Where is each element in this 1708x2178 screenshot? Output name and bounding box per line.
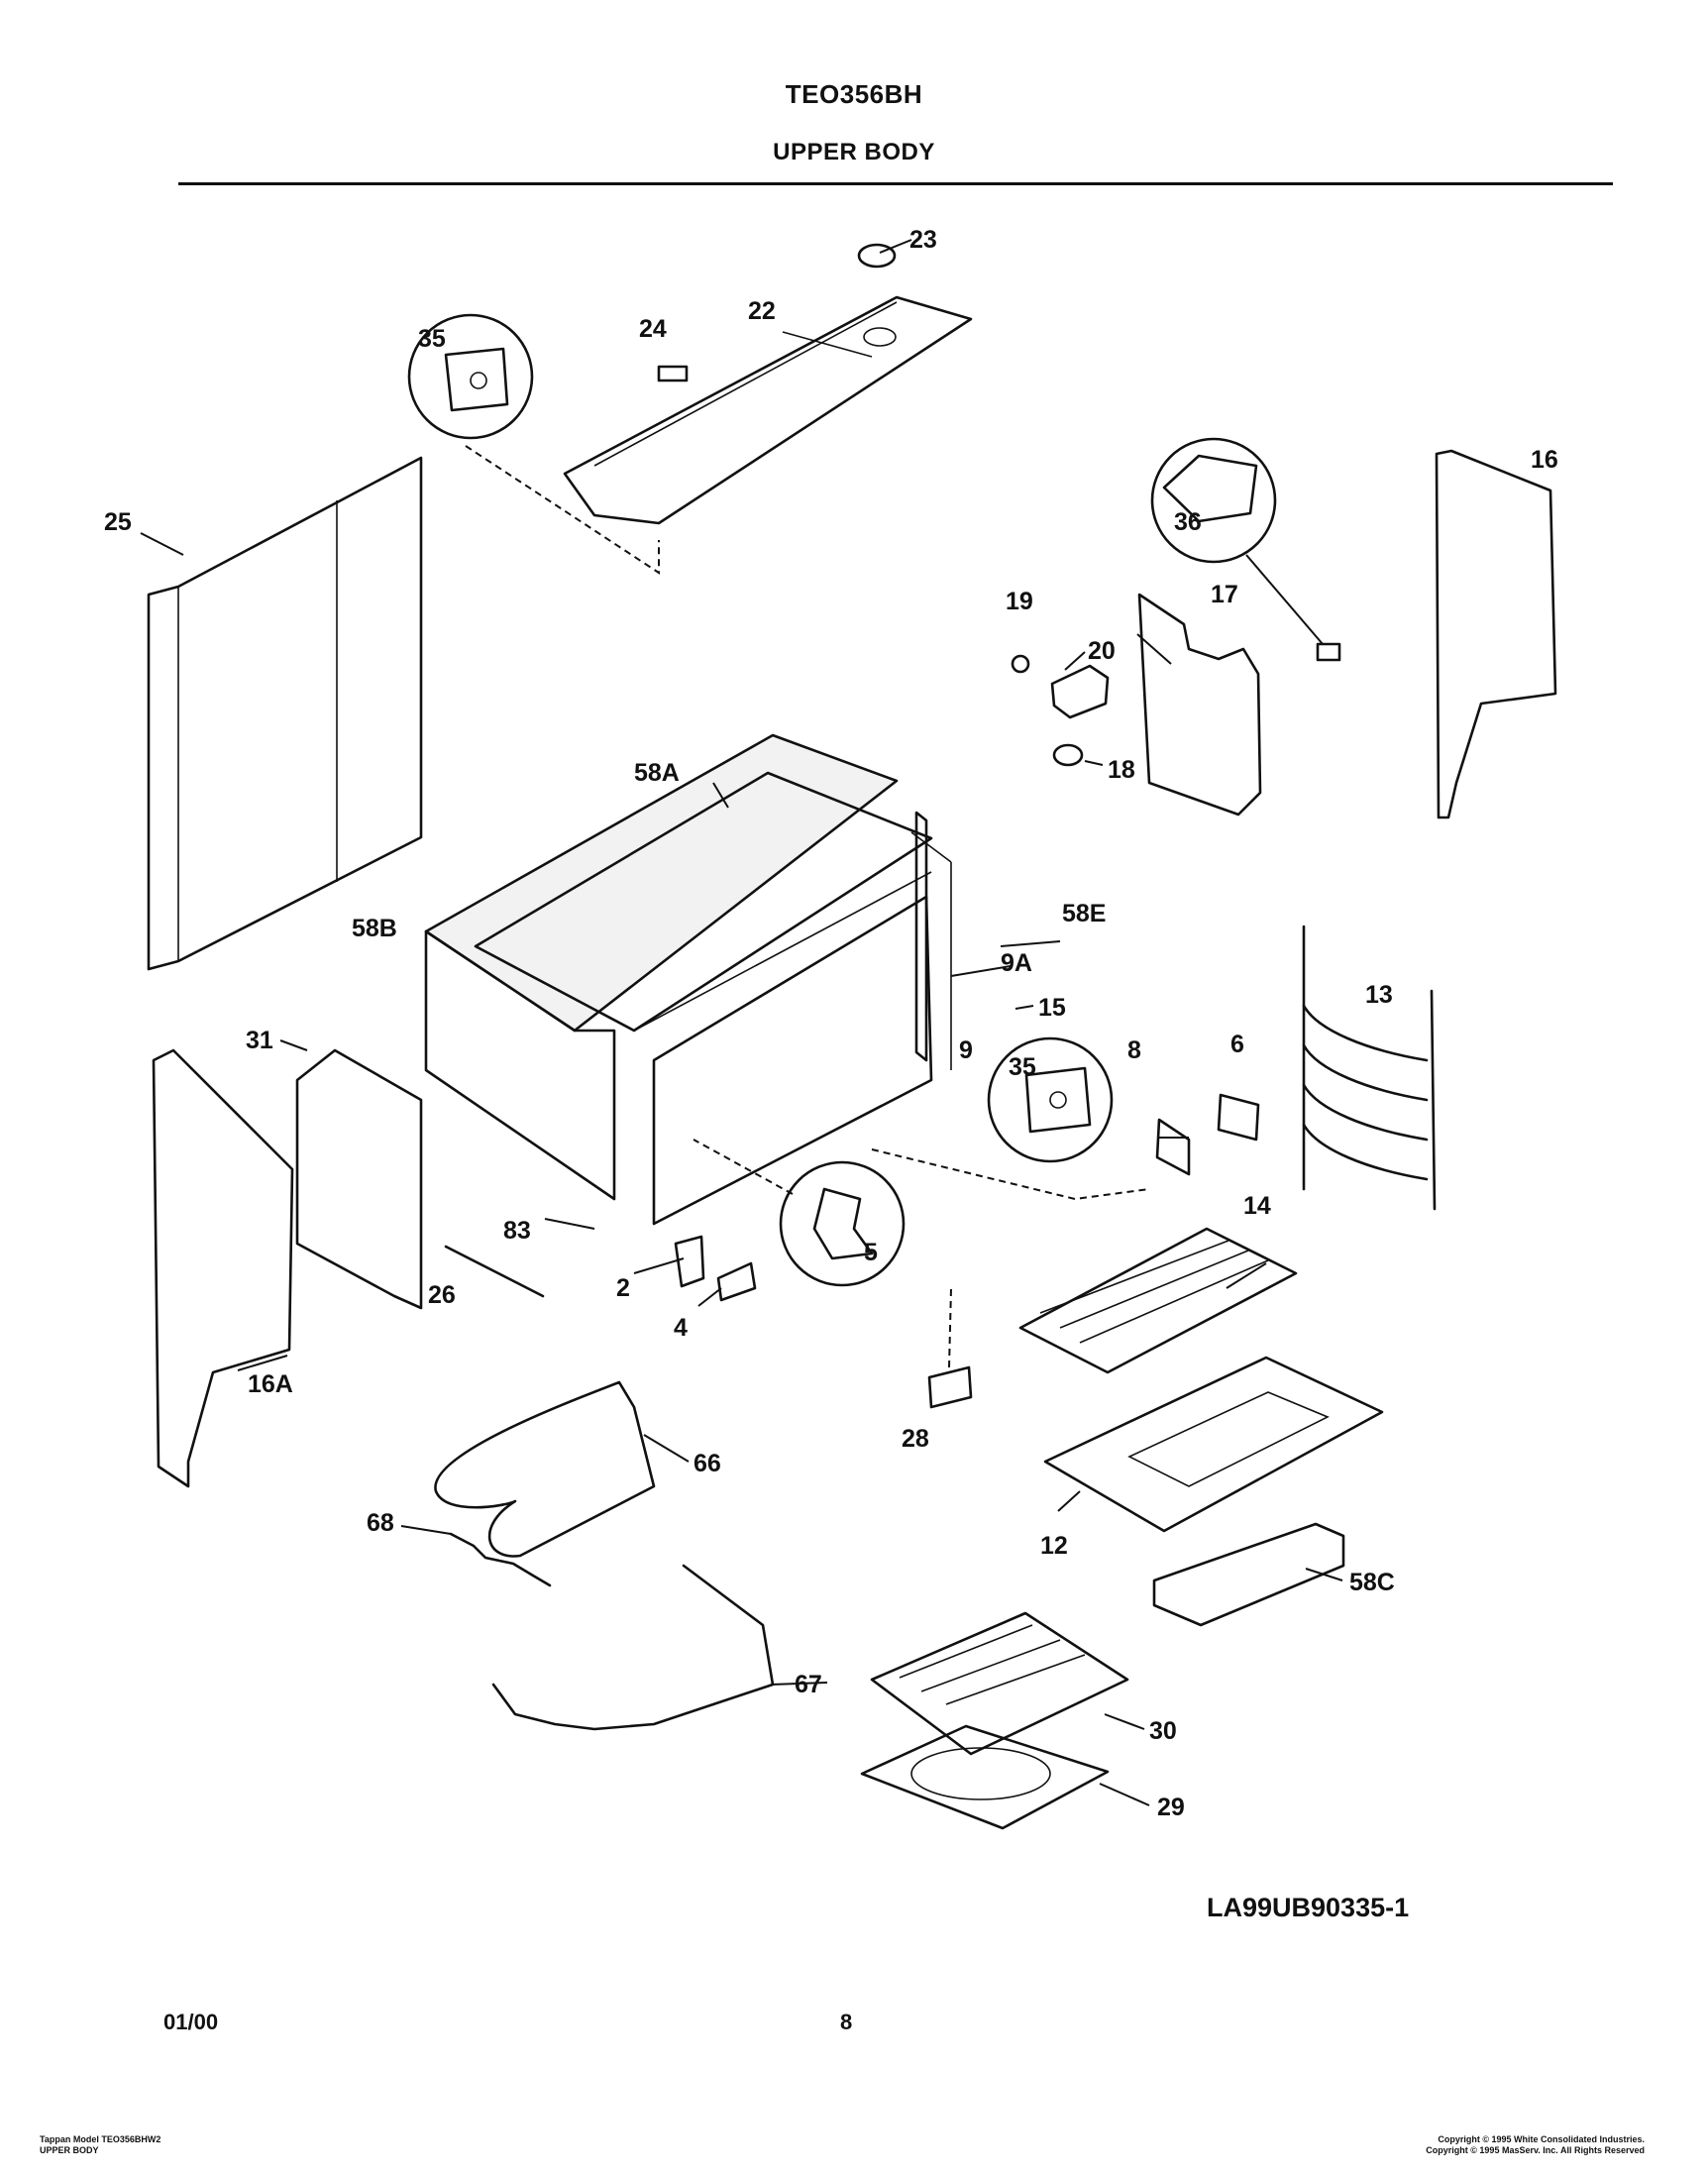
knob-part [1052,743,1084,767]
model-caption: Tappan Model TEO356BHW2 [40,2134,161,2144]
detail-circle-35-bottom [987,1036,1114,1163]
callout-26: 26 [428,1281,456,1309]
callout-13: 13 [1365,981,1393,1009]
model-number: TEO356BH [785,79,923,109]
callout-30: 30 [1149,1717,1177,1745]
callout-29: 29 [1157,1794,1185,1821]
callout-31: 31 [246,1027,273,1054]
callout-5: 5 [864,1239,878,1266]
section-caption: UPPER BODY [40,2145,99,2155]
lamp-socket-part [857,243,897,269]
callout-2: 2 [616,1274,630,1302]
callout-83: 83 [503,1217,531,1245]
callout-22: 22 [748,297,776,325]
bracket-8-part [1155,1118,1191,1176]
hinge-2-part [674,1235,705,1288]
callout-19: 19 [1006,588,1033,615]
drip-pan-part [860,1724,1110,1830]
callout-58C: 58C [1349,1569,1395,1596]
callout-24: 24 [639,315,667,343]
block-part [1050,664,1110,719]
top-panel-part [563,295,973,525]
diagram-code: LA99UB90335-1 [1207,1893,1410,1922]
callout-9: 9 [959,1036,973,1064]
callout-35: 35 [418,325,446,353]
plate-6-part [1217,1093,1260,1142]
callout-58A: 58A [634,759,680,787]
callout-36: 36 [1174,508,1202,536]
callout-23: 23 [909,226,937,254]
broiler-pan-part [1043,1356,1384,1533]
callout-28: 28 [902,1425,929,1453]
panel-31-part [295,1048,423,1310]
page-number: 8 [840,2010,853,2034]
callout-16: 16 [1531,446,1558,474]
side-trim-16A-part [152,1048,294,1488]
bracket-28-part [927,1365,973,1409]
section-title: UPPER BODY [773,139,935,165]
callout-17: 17 [1211,581,1238,608]
insulation-block-part [1152,1522,1345,1627]
callout-68: 68 [367,1509,394,1537]
callout-16A: 16A [248,1370,293,1398]
strip-26-part [444,1245,545,1298]
control-bracket-part [1137,593,1262,817]
copyright-line-1: Copyright © 1995 White Consolidated Indu… [1438,2134,1645,2144]
side-trim-part [1435,449,1557,819]
callout-9A: 9A [1001,949,1032,977]
oven-rack-part [1018,1227,1298,1374]
header-rule [178,182,1613,185]
callout-20: 20 [1088,637,1116,665]
callout-58B: 58B [352,915,397,942]
callout-14: 14 [1243,1192,1271,1220]
detail-circle-35-top [407,313,534,440]
callout-67: 67 [795,1671,822,1698]
hinge-4-part [716,1261,757,1302]
callout-35b: 35 [1009,1053,1036,1081]
oven-body-part [424,733,952,1226]
broil-element-67-part [491,1564,775,1731]
callout-4: 4 [674,1314,688,1342]
copyright-line-2: Copyright © 1995 MasServ. Inc. All Right… [1426,2145,1645,2155]
callout-66: 66 [694,1450,721,1477]
callout-6: 6 [1230,1031,1244,1058]
bake-element-66-part [434,1380,656,1558]
detail-circle-36 [1150,437,1277,564]
callout-25: 25 [104,508,132,536]
callout-18: 18 [1108,756,1135,784]
rack-support-part [1302,925,1437,1211]
bracket-part [657,365,689,382]
callout-8: 8 [1127,1036,1141,1064]
callout-12: 12 [1040,1532,1068,1560]
callout-15: 15 [1038,994,1066,1022]
broil-grid-part [870,1611,1129,1756]
callout-58E: 58E [1062,900,1106,927]
revision-date: 01/00 [163,2010,219,2034]
clip-68-part [449,1532,552,1587]
side-panel-part [147,456,423,971]
switch-part [1011,654,1030,674]
detail-circle-5 [779,1160,906,1287]
